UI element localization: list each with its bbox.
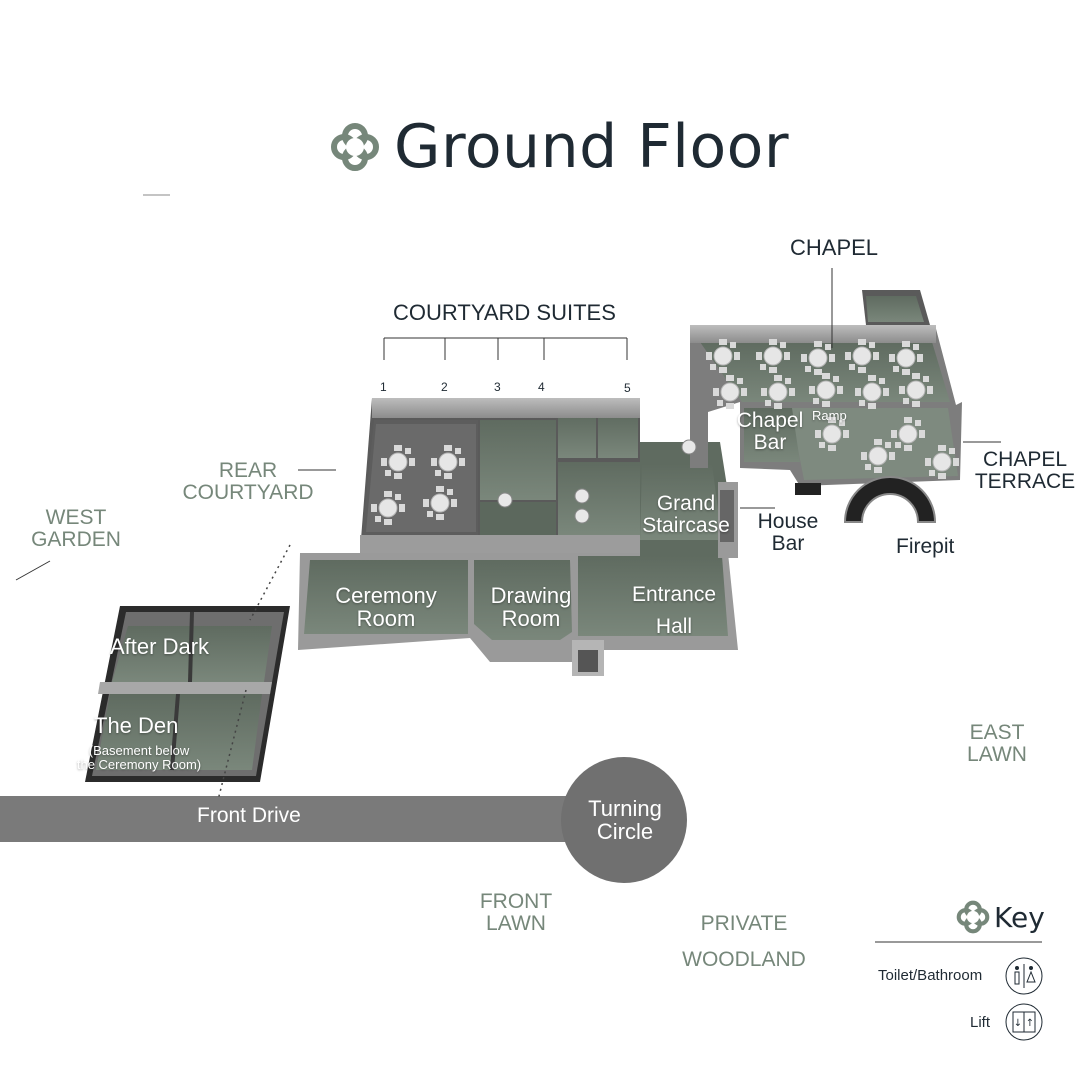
- title-text: Ground Floor: [394, 112, 790, 182]
- firepit-shape: [843, 476, 937, 523]
- front-drive-label: Front Drive: [197, 804, 301, 827]
- key-item-lift-label: Lift: [970, 1014, 991, 1031]
- suite-number-2: 2: [441, 380, 448, 394]
- svg-text:↑: ↑: [1026, 1018, 1034, 1029]
- suite-number-5: 5: [624, 381, 631, 395]
- ramp-label: Ramp: [812, 408, 847, 423]
- after-dark-label: After Dark: [110, 634, 210, 659]
- dotted-connector: [249, 544, 291, 621]
- svg-text:↓: ↓: [1014, 1018, 1022, 1029]
- suite-number-1: 1: [380, 380, 387, 394]
- suite-number-4: 4: [538, 380, 545, 394]
- grand-staircase-block: [640, 442, 738, 558]
- main-house: [298, 553, 738, 676]
- suite-number-3: 3: [494, 380, 501, 394]
- chapel-label: CHAPEL: [790, 235, 879, 260]
- quatrefoil-icon: [331, 123, 379, 171]
- page-title: Ground Floor: [330, 112, 789, 182]
- the-den-label: The Den: [94, 713, 179, 738]
- quatrefoil-icon: [956, 900, 990, 934]
- key-title: Key: [956, 900, 1045, 934]
- dotted-connector-2: [217, 689, 247, 801]
- key-item-toilet-label: Toilet/Bathroom: [878, 967, 983, 984]
- map-amenity-markers: [497, 439, 697, 524]
- west-building: [85, 606, 290, 782]
- firepit-label: Firepit: [896, 535, 955, 558]
- leader-lines: [15, 268, 1042, 943]
- toilet-icon: [1005, 957, 1043, 995]
- suites-bracket: [383, 337, 628, 360]
- front-drive-road: [0, 796, 600, 842]
- lift-icon: ↓ ↑: [1005, 1003, 1043, 1041]
- key-title-text: Key: [994, 900, 1045, 934]
- courtyard-suites-label: COURTYARD SUITES: [393, 300, 616, 325]
- turning-circle-shape: [561, 757, 687, 883]
